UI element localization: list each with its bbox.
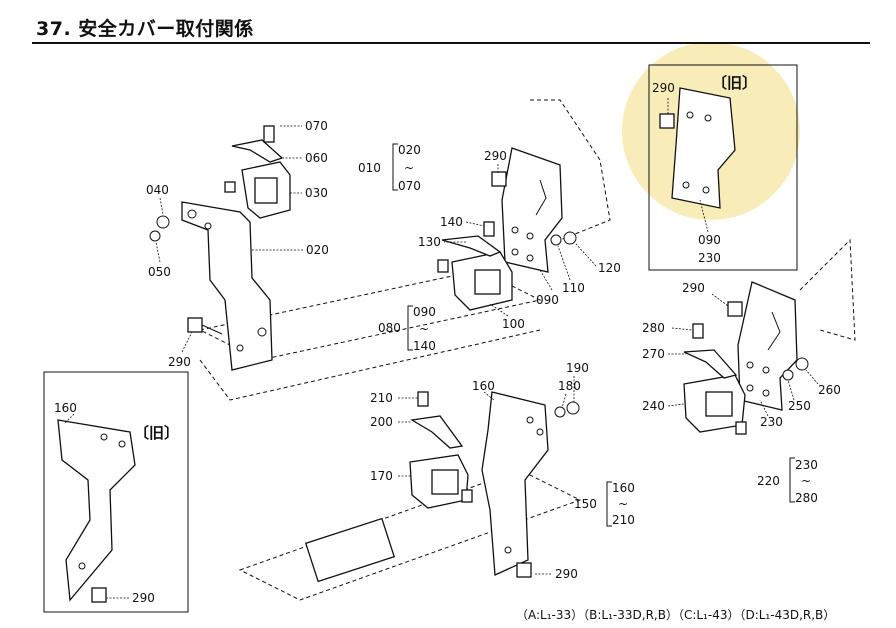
label-080-to: 140 [413, 339, 436, 353]
label-170: 170 [370, 469, 393, 483]
old-label-left: 〔旧〕 [134, 424, 179, 442]
label-160-center: 160 [472, 379, 495, 393]
label-080-from: 090 [413, 305, 436, 319]
label-290-center: 290 [484, 149, 507, 163]
label-250: 250 [788, 399, 811, 413]
label-240: 240 [642, 399, 665, 413]
label-080: 080 [378, 321, 401, 335]
old-label-right: 〔旧〕 [712, 74, 757, 92]
label-030: 030 [305, 186, 328, 200]
page-title: 37. 安全カバー取付関係 [36, 18, 254, 40]
label-150-to: 210 [612, 513, 635, 527]
label-100: 100 [502, 317, 525, 331]
label-220-to: 280 [795, 491, 818, 505]
leader-lines [63, 98, 819, 599]
kit-brackets [392, 143, 795, 527]
label-050: 050 [148, 265, 171, 279]
label-120: 120 [598, 261, 621, 275]
model-footnote: （A:L₁-33）（B:L₁-33D,R,B）（C:L₁-43）（D:L₁-43… [516, 608, 836, 622]
label-110: 110 [562, 281, 585, 295]
label-130: 130 [418, 235, 441, 249]
label-150-tilde: ~ [618, 497, 628, 511]
label-090-center: 090 [536, 293, 559, 307]
label-040: 040 [146, 183, 169, 197]
frame-structure [198, 99, 856, 601]
label-150: 150 [574, 497, 597, 511]
bracket-090-assembly [437, 147, 577, 311]
old-bracket-box-230 [648, 64, 798, 271]
label-090-old: 090 [698, 233, 721, 247]
label-140: 140 [440, 215, 463, 229]
label-220: 220 [757, 474, 780, 488]
label-180: 180 [558, 379, 581, 393]
label-010-tilde: ~ [404, 161, 414, 175]
label-270: 270 [642, 347, 665, 361]
label-070: 070 [305, 119, 328, 133]
label-230-old: 230 [698, 251, 721, 265]
label-080-tilde: ~ [419, 322, 429, 336]
label-150-from: 160 [612, 481, 635, 495]
label-290-old: 290 [652, 81, 675, 95]
label-160-old: 160 [54, 401, 77, 415]
label-220-tilde: ~ [801, 474, 811, 488]
label-060: 060 [305, 151, 328, 165]
label-010-from: 020 [398, 143, 421, 157]
bracket-160-assembly [409, 391, 580, 578]
label-290-old-left: 290 [132, 591, 155, 605]
label-290-lower: 290 [555, 567, 578, 581]
bracket-230-assembly [683, 281, 809, 435]
label-290-right: 290 [682, 281, 705, 295]
label-210: 210 [370, 391, 393, 405]
label-230-right: 230 [760, 415, 783, 429]
label-220-from: 230 [795, 458, 818, 472]
title-rule [32, 42, 870, 44]
label-190: 190 [566, 361, 589, 375]
bracket-020-assembly [149, 125, 291, 371]
label-260: 260 [818, 383, 841, 397]
label-010: 010 [358, 161, 381, 175]
label-020: 020 [306, 243, 329, 257]
label-280: 280 [642, 321, 665, 335]
old-bracket-box-160 [43, 371, 189, 613]
label-290-left: 290 [168, 355, 191, 369]
label-010-to: 070 [398, 179, 421, 193]
part-labels: 070 060 030 040 050 020 290 010 020 ~ 07… [54, 74, 841, 605]
label-200: 200 [370, 415, 393, 429]
